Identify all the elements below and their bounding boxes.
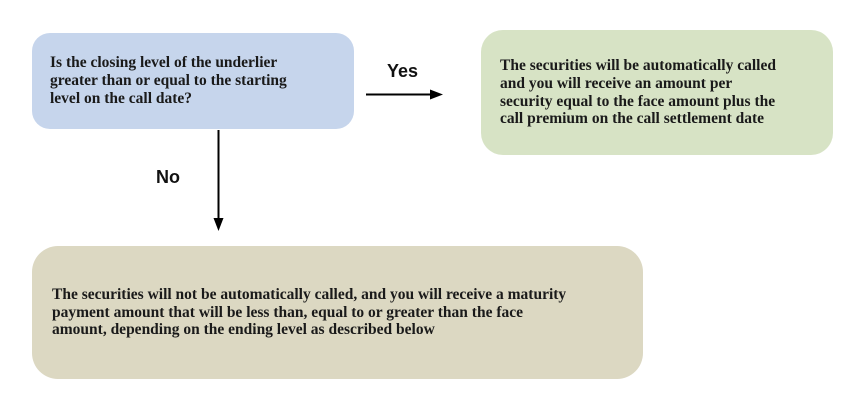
- called-outcome-box: The securities will be automatically cal…: [481, 30, 833, 155]
- not-called-outcome-line: amount, depending on the ending level as…: [52, 321, 435, 339]
- no-arrow: [213, 130, 224, 231]
- question-box: Is the closing level of the underlier gr…: [32, 33, 354, 129]
- question-box-line: level on the call date?: [50, 89, 193, 107]
- called-outcome-line: The securities will be automatically cal…: [500, 56, 776, 74]
- not-called-outcome-line: The securities will not be automatically…: [52, 285, 567, 303]
- not-called-outcome-box: The securities will not be automatically…: [32, 246, 643, 379]
- called-outcome-line: security equal to the face amount plus t…: [500, 92, 776, 110]
- question-box-line: Is the closing level of the underlier: [50, 54, 278, 72]
- yes-branch-label: Yes: [387, 61, 419, 81]
- no-arrowhead-icon: [213, 218, 224, 231]
- called-outcome-line: and you will receive an amount per: [500, 74, 733, 92]
- not-called-outcome-line: payment amount that will be less than, e…: [52, 303, 524, 321]
- question-box-line: greater than or equal to the starting: [50, 72, 287, 90]
- called-outcome-line: call premium on the call settlement date: [500, 110, 765, 128]
- yes-arrow: [366, 89, 443, 100]
- yes-arrowhead-icon: [430, 89, 443, 100]
- no-branch-label: No: [156, 167, 180, 187]
